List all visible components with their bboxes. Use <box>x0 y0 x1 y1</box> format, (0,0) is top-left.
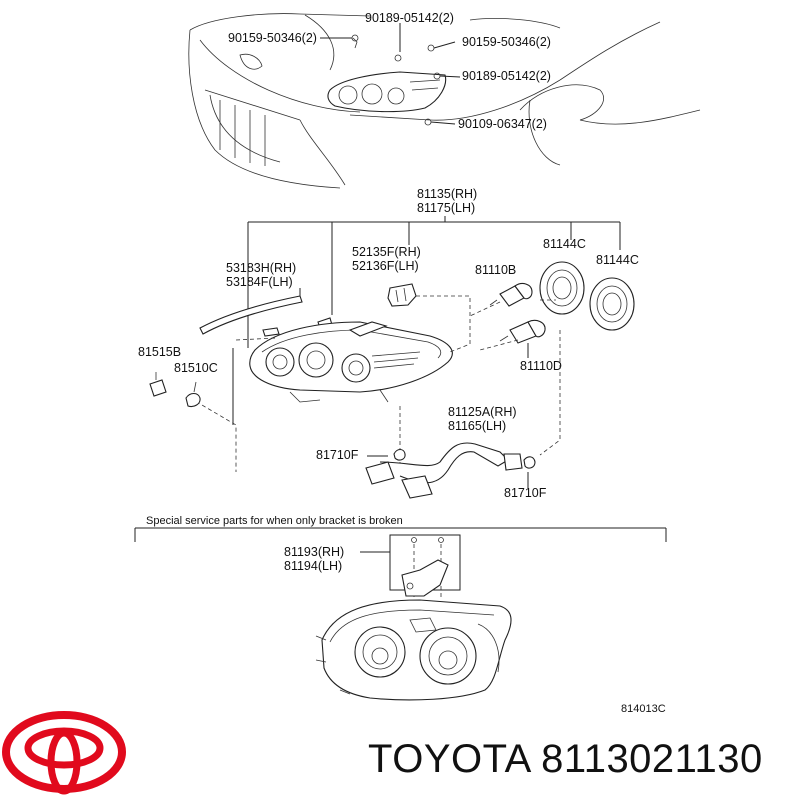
bracket-part <box>401 537 449 620</box>
label-81175-lh: 81175(LH) <box>417 201 475 215</box>
diagram-code: 814013C <box>621 703 666 715</box>
label-81193-rh: 81193(RH) <box>284 545 344 559</box>
label-53184f-lh: 53184F(LH) <box>226 275 293 289</box>
label-90109: 90109-06347(2) <box>458 117 547 131</box>
label-81135-rh: 81135(RH) <box>417 187 477 201</box>
label-90159-left: 90159-50346(2) <box>228 31 317 45</box>
socket-part <box>387 283 417 307</box>
brand-caption: TOYOTA 8113021130 <box>368 737 763 781</box>
label-52136f-lh: 52136F(LH) <box>352 259 419 273</box>
label-52135f-rh: 52135F(RH) <box>352 245 421 259</box>
bulb-81110b-part <box>489 283 533 307</box>
label-81710f-right: 81710F <box>504 486 547 500</box>
label-90189-top: 90189-05142(2) <box>365 11 454 25</box>
label-81710f-left: 81710F <box>316 448 359 462</box>
label-81144c-1: 81144C <box>543 237 586 251</box>
label-81125a-rh: 81125A(RH) <box>448 405 517 419</box>
label-81165-lh: 81165(LH) <box>448 419 506 433</box>
side-marker-bulb-part <box>149 372 201 408</box>
toyota-logo <box>2 711 126 795</box>
label-81515b: 81515B <box>138 345 181 359</box>
label-81110d: 81110D <box>520 359 562 373</box>
service-section-frame <box>134 527 667 591</box>
service-note: Special service parts for when only brac… <box>146 515 403 527</box>
bulb-cap-1 <box>539 261 585 315</box>
label-90189-right: 90189-05142(2) <box>462 69 551 83</box>
label-81510c: 81510C <box>174 361 218 375</box>
bulb-cap-2 <box>589 277 635 331</box>
assembly-guide-lines <box>189 295 561 472</box>
lower-headlamp-part <box>315 599 512 701</box>
headlamp-unit-part <box>249 321 453 403</box>
car-front-illustration <box>188 13 701 189</box>
wire-harness-part <box>365 442 536 499</box>
label-90159-right: 90159-50346(2) <box>462 35 551 49</box>
label-81144c-2: 81144C <box>596 253 639 267</box>
label-81110b: 81110B <box>475 263 516 277</box>
bulb-81110d-part <box>499 319 546 358</box>
label-53183h-rh: 53183H(RH) <box>226 261 296 275</box>
assembly-bracket-lines <box>232 216 621 425</box>
label-81194-lh: 81194(LH) <box>284 559 342 573</box>
